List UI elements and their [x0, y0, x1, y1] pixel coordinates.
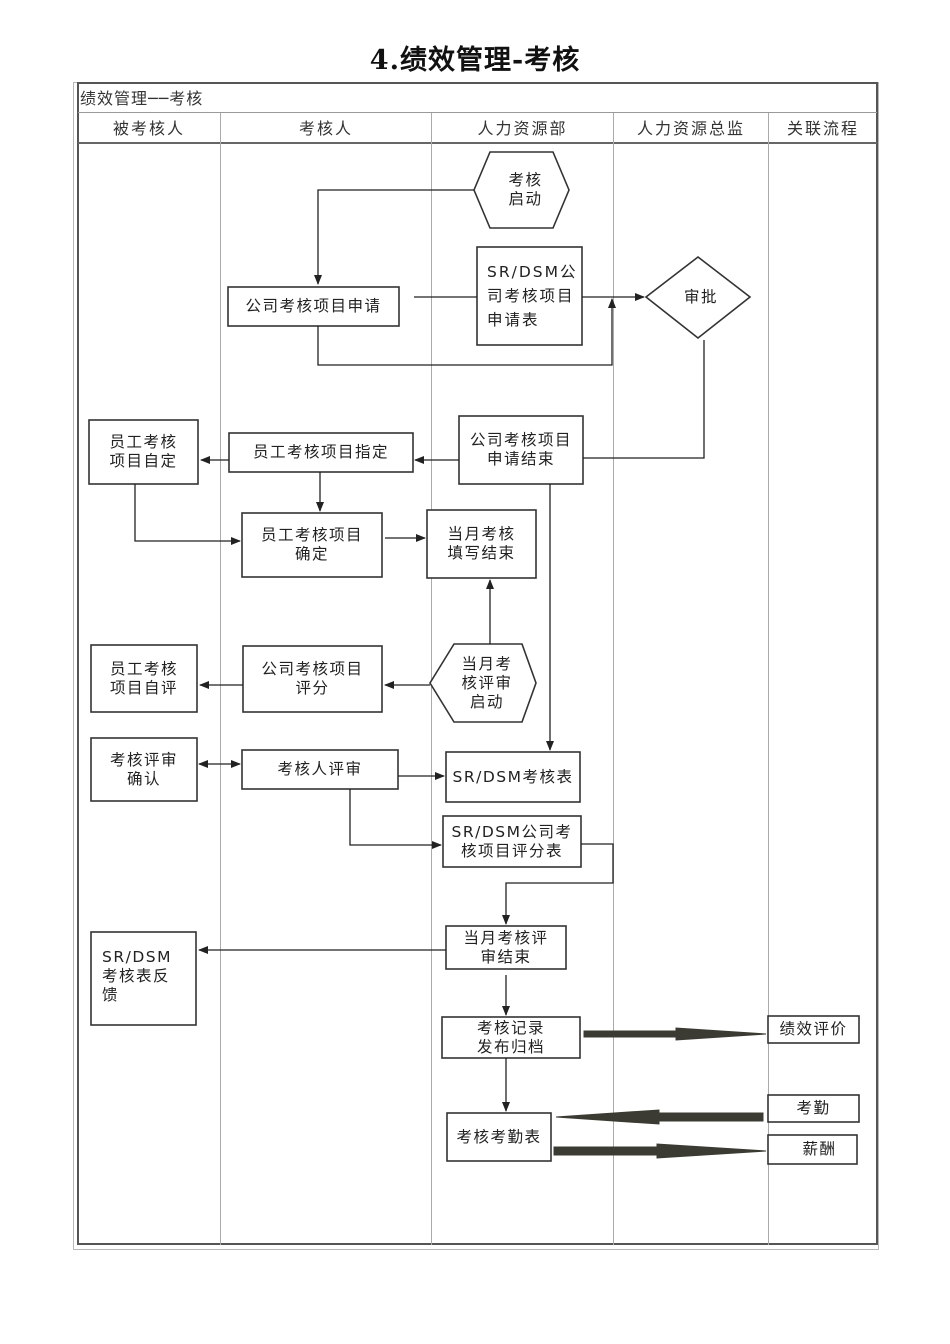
- node-apply-end[interactable]: 公司考核项目 申请结束: [469, 431, 572, 468]
- node-self-eval[interactable]: 员工考核 项目自评: [109, 659, 178, 697]
- node-self-set-shape[interactable]: [88, 419, 199, 485]
- node-salary[interactable]: 薪酬: [802, 1140, 837, 1158]
- node-fill-end-shape[interactable]: [426, 509, 537, 579]
- node-attendance-form-shape[interactable]: [446, 1112, 552, 1162]
- node-approve[interactable]: 审批: [683, 288, 718, 306]
- node-perf-eval[interactable]: 绩效评价: [779, 1020, 848, 1038]
- header-divider: [78, 142, 877, 144]
- node-appraiser-review-shape[interactable]: [241, 749, 399, 790]
- lane-header-appraiser: 考核人: [298, 119, 353, 138]
- lane-header-hr-director: 人力资源总监: [636, 119, 745, 138]
- node-feedback[interactable]: SR/DSM 考核表反 馈: [102, 948, 172, 1004]
- node-apply-form[interactable]: SR/DSM公 司考核项目 申请表: [487, 263, 578, 329]
- node-review-start-shape[interactable]: [429, 643, 537, 723]
- node-start[interactable]: 考核 启动: [508, 171, 543, 208]
- edge-approve-to-apply-end: [583, 340, 705, 459]
- node-score-form-shape[interactable]: [442, 815, 582, 868]
- node-review-confirm[interactable]: 考核评审 确认: [109, 750, 178, 788]
- node-score-shape[interactable]: [242, 645, 383, 713]
- node-assign-shape[interactable]: [228, 432, 414, 473]
- node-confirm[interactable]: 员工考核项目 确定: [260, 526, 363, 563]
- node-review-end-shape[interactable]: [445, 925, 567, 970]
- thick-arrow-archive-to-perf-eval: [583, 1027, 767, 1041]
- lane-divider: [613, 113, 614, 1245]
- lane-header-appraisee: 被考核人: [112, 119, 185, 138]
- edge-self-set-to-confirm: [134, 484, 241, 545]
- node-self-eval-shape[interactable]: [90, 644, 198, 713]
- node-fill-end[interactable]: 当月考核 填写结束: [447, 525, 516, 562]
- node-apply[interactable]: 公司考核项目申请: [245, 297, 382, 315]
- node-attendance-form[interactable]: 考核考勤表: [456, 1127, 542, 1146]
- node-archive-shape[interactable]: [441, 1016, 581, 1059]
- node-assign[interactable]: 员工考核项目指定: [252, 443, 389, 461]
- node-review-confirm-shape[interactable]: [90, 737, 198, 802]
- node-appraiser-review[interactable]: 考核人评审: [277, 760, 363, 778]
- node-feedback-shape[interactable]: [90, 931, 197, 1026]
- table-caption: 绩效管理──考核: [80, 89, 204, 108]
- node-eval-form[interactable]: SR/DSM考核表: [452, 767, 574, 786]
- node-salary-shape[interactable]: [767, 1134, 858, 1165]
- node-attendance[interactable]: 考勤: [796, 1099, 831, 1117]
- edge-start-to-apply: [314, 189, 474, 285]
- node-confirm-shape[interactable]: [241, 512, 383, 578]
- node-perf-eval-shape[interactable]: [767, 1015, 860, 1044]
- node-review-start[interactable]: 当月考 核评审 启动: [461, 654, 513, 711]
- node-score[interactable]: 公司考核项目 评分: [261, 660, 364, 697]
- node-eval-form-shape[interactable]: [445, 751, 581, 803]
- node-score-form[interactable]: SR/DSM公司考 核项目评分表: [451, 822, 573, 860]
- page-title: 4.绩效管理-考核: [369, 45, 581, 76]
- swimlane-table: [77, 82, 878, 1245]
- node-apply-end-shape[interactable]: [458, 415, 584, 485]
- node-attendance-shape[interactable]: [767, 1094, 860, 1123]
- node-self-set[interactable]: 员工考核 项目自定: [109, 433, 178, 470]
- node-apply-shape[interactable]: [227, 286, 400, 327]
- lane-header-hr: 人力资源部: [477, 119, 568, 138]
- lane-divider: [768, 113, 769, 1245]
- thick-arrow-form-to-salary: [553, 1143, 767, 1159]
- lane-divider: [220, 113, 221, 1245]
- edge-apply-to-approve-bottom: [317, 298, 616, 366]
- lane-header-related: 关联流程: [786, 119, 859, 138]
- node-apply-form-shape[interactable]: [476, 246, 583, 346]
- node-approve-shape[interactable]: [644, 255, 752, 340]
- thick-arrow-attendance-to-form: [555, 1109, 764, 1125]
- edge-appraiser-review-to-score-form: [349, 789, 442, 849]
- caption-divider: [78, 112, 877, 113]
- node-review-end[interactable]: 当月考核评 审结束: [463, 928, 549, 966]
- edge-score-form-to-review-end: [502, 843, 614, 925]
- lane-divider: [431, 113, 432, 1245]
- node-archive[interactable]: 考核记录 发布归档: [476, 1018, 545, 1056]
